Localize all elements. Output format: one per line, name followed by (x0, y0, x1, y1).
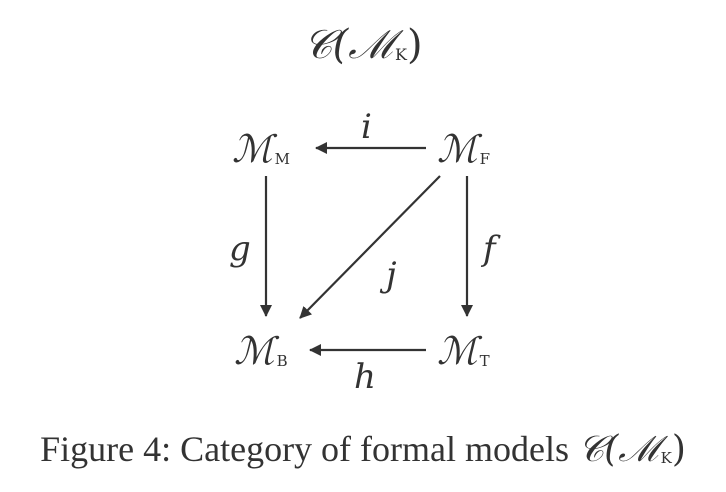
title-prefix: 𝒞( (303, 22, 349, 68)
caption-formula-sub: K (660, 449, 672, 467)
caption-formula-suffix: ) (671, 429, 686, 470)
caption-formula-prefix: 𝒞( (578, 429, 619, 470)
edge-label-g: g (229, 229, 251, 269)
edge-label-j: j (386, 255, 397, 295)
node-m-t-symbol: ℳ (437, 329, 478, 373)
title-suffix: ) (406, 22, 423, 68)
title-sub: K (395, 45, 407, 64)
caption-text: Figure 4: Category of formal models (40, 429, 578, 469)
node-m-m-sub: M (274, 150, 290, 168)
edge-label-i: i (361, 107, 372, 147)
node-m-f-symbol: ℳ (437, 127, 478, 171)
node-m-f-sub: F (479, 150, 491, 168)
node-m-m-symbol: ℳ (232, 127, 273, 171)
edge-label-f: f (483, 229, 496, 269)
caption-formula-main: ℳ (618, 429, 659, 470)
edge-label-h: h (354, 357, 376, 397)
node-m-b-symbol: ℳ (234, 329, 275, 373)
node-m-t-sub: T (479, 352, 490, 370)
arrow-j (299, 175, 441, 319)
node-m-b-sub: B (276, 352, 288, 370)
title-main: ℳ (348, 22, 393, 68)
